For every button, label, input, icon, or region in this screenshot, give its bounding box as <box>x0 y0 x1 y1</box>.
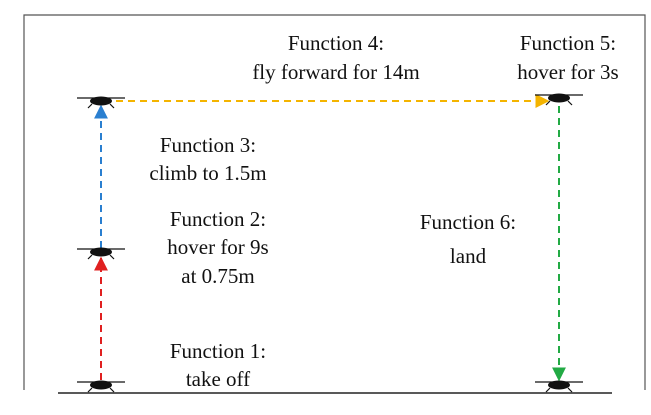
function-3-label: Function 3: climb to 1.5m <box>149 133 266 185</box>
function-3-text: climb to 1.5m <box>149 161 266 185</box>
drone-icon <box>77 96 125 109</box>
diagram-frame <box>23 14 646 390</box>
function-2-label: Function 2: hover for 9s at 0.75m <box>167 207 268 288</box>
function-5-text: hover for 3s <box>517 60 618 84</box>
function-3-title: Function 3: <box>160 133 256 157</box>
function-1-text: take off <box>186 367 250 391</box>
function-2-text-extra: at 0.75m <box>181 264 255 288</box>
function-4-label: Function 4: fly forward for 14m <box>252 31 419 84</box>
drone-icon <box>77 380 125 393</box>
function-2-title: Function 2: <box>170 207 266 231</box>
function-1-label: Function 1: take off <box>170 339 266 391</box>
function-5-title: Function 5: <box>520 31 616 55</box>
function-6-label: Function 6: land <box>420 210 516 268</box>
function-6-text: land <box>450 244 487 268</box>
drone-icon <box>535 380 583 393</box>
function-4-title: Function 4: <box>288 31 384 55</box>
function-4-text: fly forward for 14m <box>252 60 419 84</box>
function-2-text: hover for 9s <box>167 235 268 259</box>
drone-icon <box>77 247 125 260</box>
function-1-title: Function 1: <box>170 339 266 363</box>
function-5-label: Function 5: hover for 3s <box>517 31 618 84</box>
drone-icon <box>535 93 583 106</box>
function-6-title: Function 6: <box>420 210 516 234</box>
